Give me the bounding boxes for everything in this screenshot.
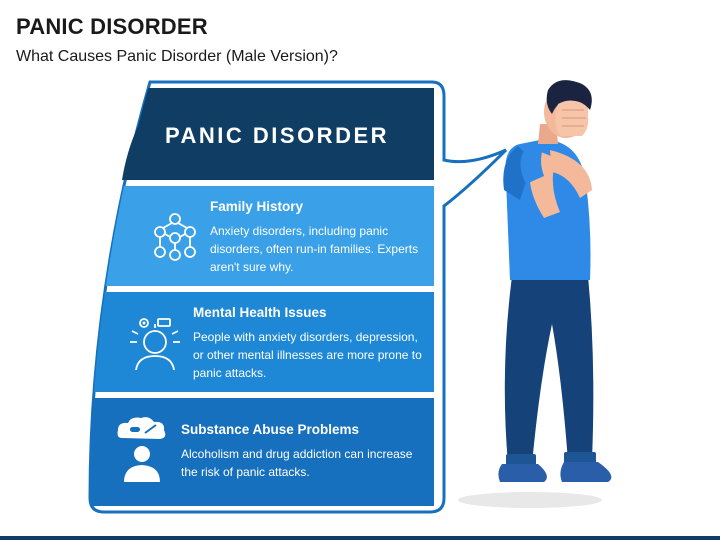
- cause-description: Anxiety disorders, including panic disor…: [210, 224, 419, 274]
- distressed-man-covering-face-icon: [458, 80, 612, 508]
- cause-heading: Substance Abuse Problems: [181, 422, 360, 437]
- cause-substance-abuse: Substance Abuse Problems Alcoholism and …: [181, 422, 421, 481]
- mental-health-head-icon: [130, 318, 180, 370]
- cause-family-history: Family History Anxiety disorders, includ…: [210, 199, 425, 276]
- substance-abuse-person-icon: [117, 417, 166, 482]
- cause-description: Alcoholism and drug addiction can increa…: [181, 447, 413, 479]
- cause-heading: Mental Health Issues: [193, 305, 327, 320]
- family-network-icon: [154, 213, 196, 261]
- page-title: PANIC DISORDER: [16, 14, 208, 39]
- cause-description: People with anxiety disorders, depressio…: [193, 330, 422, 380]
- page-subtitle: What Causes Panic Disorder (Male Version…: [16, 48, 338, 65]
- cause-mental-health: Mental Health Issues People with anxiety…: [193, 305, 428, 382]
- panel-banner-title: PANIC DISORDER: [164, 123, 390, 148]
- cause-heading: Family History: [210, 199, 304, 214]
- footer-bar: [0, 536, 720, 540]
